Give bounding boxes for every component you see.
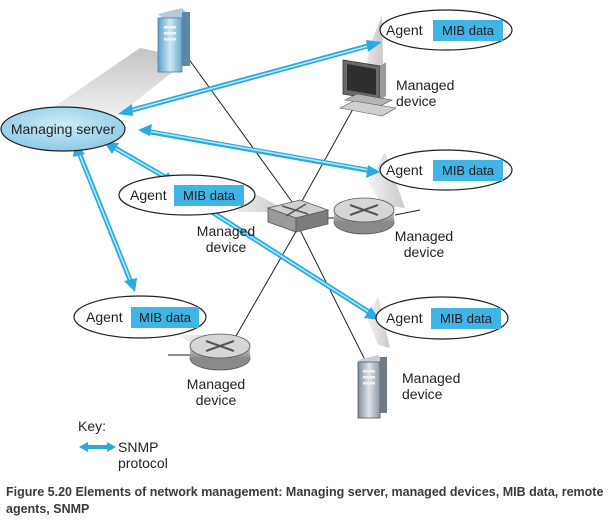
svg-text:Managed: Managed <box>395 228 453 244</box>
link-top-right <box>296 99 359 211</box>
mib-data-label: MIB data <box>139 310 192 325</box>
svg-text:Managed: Managed <box>396 77 454 93</box>
managed-device-label-bottom-right: Managed device <box>402 370 460 402</box>
server-tower-icon <box>357 355 387 419</box>
figure-caption: Figure 5.20 Elements of network manageme… <box>6 485 604 516</box>
managing-server-tower-icon <box>157 8 190 73</box>
agent-bubble-bottom-left[interactable]: Agent MIB data <box>73 295 207 339</box>
key-legend: Key: SNMP protocol <box>78 418 168 471</box>
key-snmp-label: SNMP <box>118 439 158 455</box>
agent-label: Agent <box>130 187 167 203</box>
mib-data-label: MIB data <box>440 311 493 326</box>
snmp-arrow-mid <box>138 124 380 178</box>
snmp-arrow-top <box>118 40 382 116</box>
managed-device-label-center: Managed device <box>197 223 255 255</box>
agent-label: Agent <box>86 309 123 325</box>
mib-data-label: MIB data <box>183 188 236 203</box>
svg-text:Managed: Managed <box>197 223 255 239</box>
link-top <box>179 46 299 211</box>
key-snmp-arrow-icon <box>79 442 116 452</box>
key-title: Key: <box>78 418 106 434</box>
link-router-right <box>394 209 421 216</box>
desktop-computer-icon <box>339 59 397 117</box>
router-right-icon <box>333 197 395 235</box>
agent-label: Agent <box>386 310 423 326</box>
link-bottom-right <box>297 225 366 361</box>
managing-server[interactable]: Managing server <box>0 106 126 152</box>
mib-data-box <box>174 185 244 206</box>
router-bottom-left-icon <box>189 333 251 371</box>
svg-text:device: device <box>402 386 443 402</box>
agent-bubble-top[interactable]: Agent MIB data <box>379 9 513 51</box>
agent-bubble-mid-right[interactable]: Agent MIB data <box>379 149 513 191</box>
agent-label: Agent <box>386 162 423 178</box>
mib-data-label: MIB data <box>442 163 495 178</box>
beam-mid-agent <box>368 152 405 208</box>
svg-text:Managed: Managed <box>187 376 245 392</box>
snmp-arrow-bottom-left <box>73 142 137 292</box>
mib-data-box <box>433 20 503 41</box>
link-bottom-left <box>231 227 299 344</box>
mib-data-box <box>433 160 503 181</box>
managed-device-label-right: Managed device <box>395 228 453 260</box>
key-protocol-label: protocol <box>118 455 168 471</box>
agent-bubble-bottom-right[interactable]: Agent MIB data <box>375 296 509 340</box>
managing-server-label: Managing server <box>11 121 116 137</box>
mib-data-box <box>431 308 501 329</box>
switch-icon <box>266 199 330 233</box>
svg-text:device: device <box>404 244 445 260</box>
mib-data-label: MIB data <box>442 23 495 38</box>
beam-server-tower <box>45 48 190 118</box>
agent-bubble-center[interactable]: Agent MIB data <box>118 174 256 216</box>
managed-device-label-top: Managed device <box>396 77 454 109</box>
svg-text:device: device <box>196 392 237 408</box>
svg-text:device: device <box>206 239 247 255</box>
managed-device-label-bottom-left: Managed device <box>187 376 245 408</box>
svg-text:device: device <box>396 93 437 109</box>
svg-text:Managed: Managed <box>402 370 460 386</box>
agent-label: Agent <box>386 22 423 38</box>
mib-data-box <box>131 307 199 328</box>
